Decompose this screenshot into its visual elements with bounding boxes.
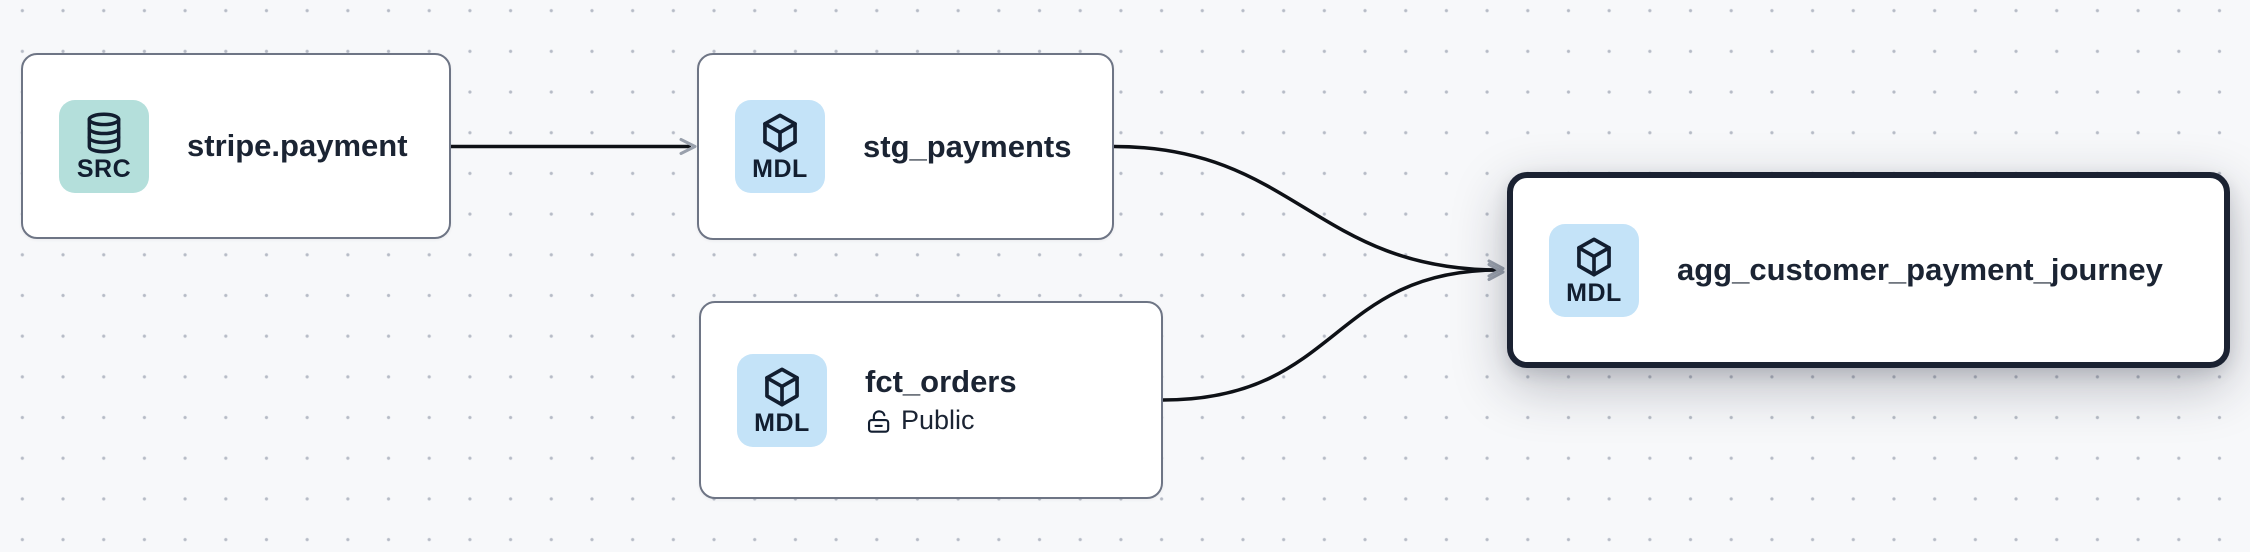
node-title: stripe.payment [187,128,408,164]
node-title: stg_payments [863,128,1072,164]
node-fct-orders[interactable]: MDL fct_orders Public [699,301,1163,499]
lock-open-icon [867,410,890,433]
node-stg-payments[interactable]: MDL stg_payments [697,53,1114,240]
cube-icon [765,367,799,406]
node-stripe-payment[interactable]: SRC stripe.payment [21,53,451,239]
cube-icon [1577,237,1611,276]
model-badge: MDL [1549,223,1639,317]
cube-icon [763,113,797,153]
arrowhead-icon [679,138,697,155]
node-agg-customer-payment-journey[interactable]: MDL agg_customer_payment_journey [1507,172,2230,368]
node-title: fct_orders [865,363,1017,399]
badge-label: MDL [752,155,808,183]
model-badge: MDL [737,353,827,447]
arrowhead-icon [1487,263,1505,281]
arrowhead-icon [1487,259,1505,278]
access-label: Public [901,405,975,436]
node-title: agg_customer_payment_journey [1677,252,2163,288]
source-badge: SRC [59,99,149,193]
database-icon [87,112,121,153]
edge-fct-orders-to-agg [1162,268,1500,402]
model-badge: MDL [735,100,825,193]
badge-label: SRC [76,154,132,183]
badge-label: MDL [754,408,810,437]
access-row: Public [865,406,1017,436]
badge-label: MDL [1566,278,1622,307]
edge-stg-payments-to-agg [1113,144,1500,272]
